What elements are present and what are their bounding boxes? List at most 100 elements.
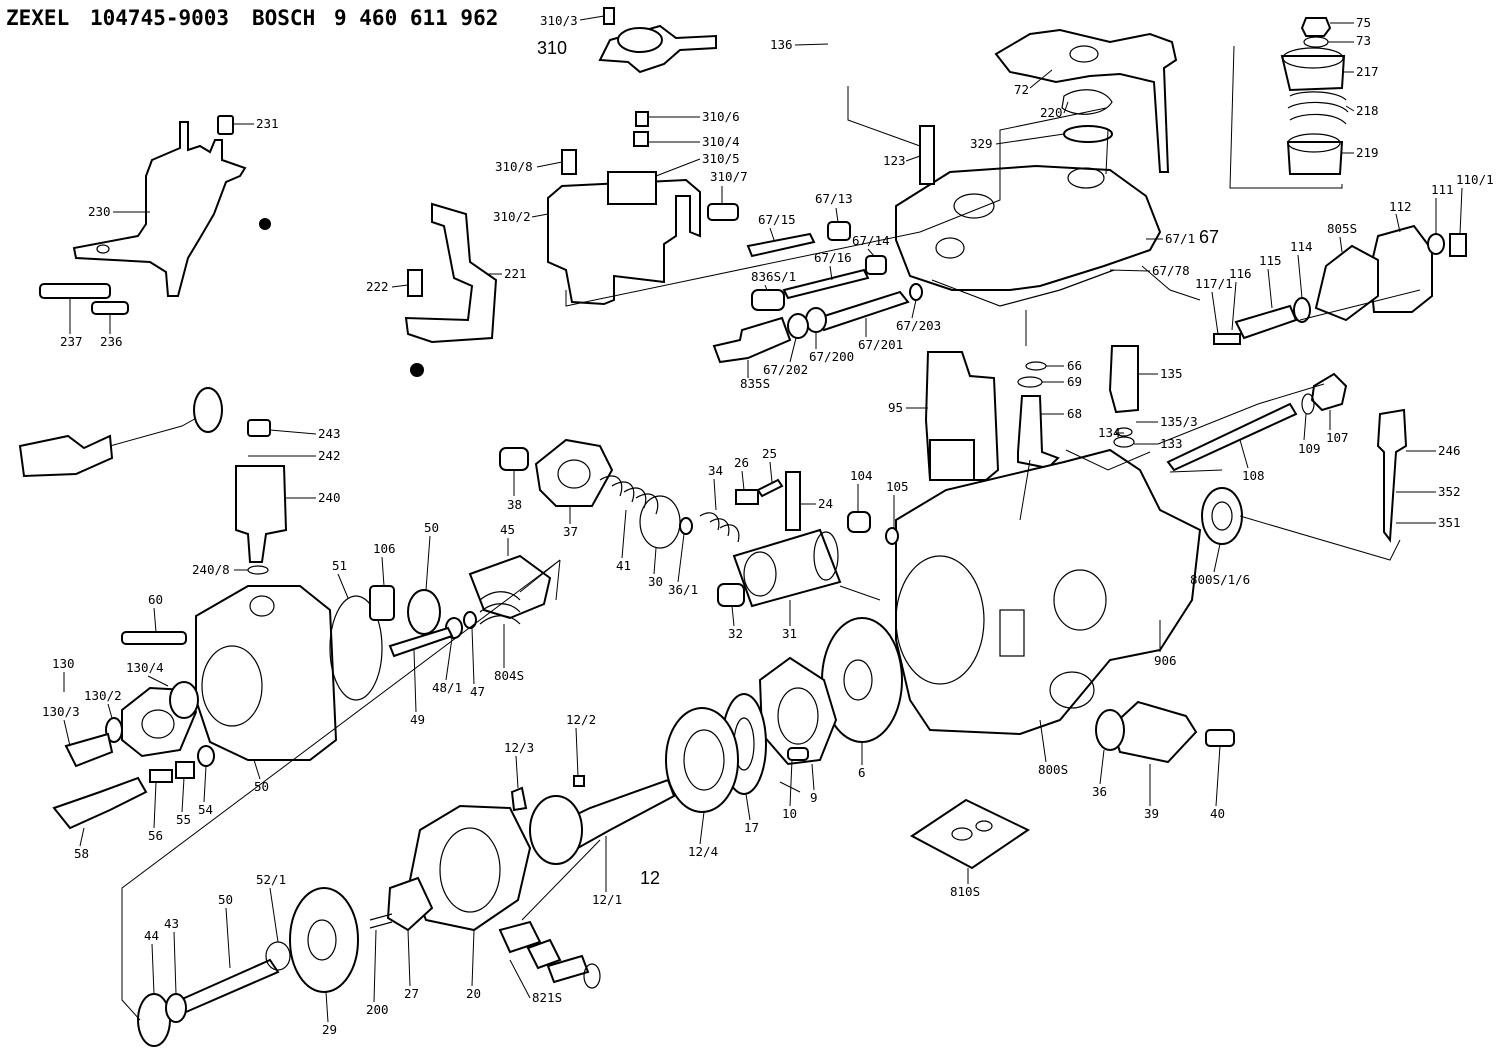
callout-804s: 804S <box>494 668 524 683</box>
callout-240: 240 <box>318 490 341 505</box>
leader-line-115 <box>1267 268 1273 309</box>
leader-line-114 <box>1297 254 1303 299</box>
callout-112: 112 <box>1389 199 1412 214</box>
nut-310-6 <box>635 111 649 127</box>
plate-310-5 <box>607 171 657 205</box>
part-sketches <box>18 7 1467 1047</box>
callout-130-3: 130/3 <box>42 704 80 719</box>
bolt-123 <box>919 125 935 185</box>
part-25 <box>756 478 784 498</box>
callout-310-4: 310/4 <box>702 134 740 149</box>
screw-236 <box>91 301 129 315</box>
callout-39: 39 <box>1144 806 1159 821</box>
nut-67-13 <box>827 221 851 241</box>
callout-31: 31 <box>782 626 797 641</box>
leader-line-17 <box>745 793 751 821</box>
callout-73: 73 <box>1356 33 1371 48</box>
leader-line-52-1 <box>269 887 279 943</box>
callout-117-1: 117/1 <box>1195 276 1233 291</box>
leader-line-310-2 <box>531 213 549 218</box>
callout-136: 136 <box>770 37 793 52</box>
clip-110-1 <box>1449 233 1467 257</box>
leader-line-222 <box>391 284 409 288</box>
leader-line-55 <box>181 777 185 813</box>
callout-221: 221 <box>504 266 527 281</box>
leader-line-67-14 <box>867 248 875 257</box>
callout-114: 114 <box>1290 239 1313 254</box>
screw-10 <box>787 747 809 761</box>
leader-line-130-2 <box>107 703 113 719</box>
bracket-230 <box>72 121 247 297</box>
connector-242 <box>18 434 114 478</box>
callout-123: 123 <box>883 153 906 168</box>
part-26 <box>735 489 759 505</box>
callout-67-1: 67/1 <box>1165 231 1195 246</box>
screw-104 <box>847 511 871 533</box>
callout-58: 58 <box>74 846 89 861</box>
leader-line-32 <box>731 605 735 627</box>
flange-37 <box>534 438 614 507</box>
leader-line-821s <box>509 959 531 999</box>
sleeve-31 <box>732 528 842 608</box>
spring-218 <box>1287 91 1349 125</box>
roller-set-27 <box>386 876 434 932</box>
leader-line-43 <box>173 931 177 995</box>
pin-821s-c <box>546 954 590 984</box>
callout-116: 116 <box>1229 266 1252 281</box>
leader-line-72 <box>1029 69 1053 89</box>
leader-line-123 <box>905 155 921 162</box>
leader-line-48-1 <box>445 637 453 681</box>
leader-line-56 <box>153 781 157 829</box>
leader-line-109 <box>1303 413 1307 441</box>
callout-50-b: 50 <box>254 779 269 794</box>
leader-line-310-8 <box>536 161 563 168</box>
callout-805s: 805S <box>1327 221 1357 236</box>
leader-line-34 <box>713 478 717 511</box>
sensor-240 <box>235 465 288 563</box>
leader-line-58 <box>79 827 85 847</box>
callout-236: 236 <box>100 334 123 349</box>
callout-72: 72 <box>1014 82 1029 97</box>
callout-310-8: 310/8 <box>495 159 533 174</box>
callout-10: 10 <box>782 806 797 821</box>
callout-246: 246 <box>1438 443 1461 458</box>
callout-130: 130 <box>52 656 75 671</box>
washer-67-200 <box>805 307 827 333</box>
leader-line-20 <box>471 929 475 987</box>
washer-43 <box>165 993 187 1023</box>
callout-67-14: 67/14 <box>852 233 890 248</box>
valve-55 <box>175 761 195 779</box>
callout-67-15: 67/15 <box>758 212 796 227</box>
leader-line-25 <box>769 461 773 483</box>
leader-line-130-4 <box>147 675 169 687</box>
callout-810s: 810S <box>950 884 980 899</box>
callout-906: 906 <box>1154 653 1177 668</box>
callout-821s: 821S <box>532 990 562 1005</box>
bracket-45 <box>468 554 552 620</box>
callout-44: 44 <box>144 928 159 943</box>
callout-130-4: 130/4 <box>126 660 164 675</box>
leader-line-200 <box>373 929 377 1003</box>
leader-line-67-13 <box>835 207 839 223</box>
bolt-222 <box>407 269 423 297</box>
brand-bosch: BOSCH <box>252 6 316 30</box>
leader-line-40 <box>1215 745 1221 807</box>
brand-zexel: ZEXEL <box>6 6 70 30</box>
pin-24 <box>785 471 801 531</box>
spring-41 <box>599 475 659 515</box>
callout-231: 231 <box>256 116 279 131</box>
callout-218: 218 <box>1356 103 1379 118</box>
callout-36-1: 36/1 <box>668 582 698 597</box>
bolt-60 <box>121 631 187 645</box>
callout-217: 217 <box>1356 64 1379 79</box>
callout-69: 69 <box>1067 374 1082 389</box>
leader-line-220 <box>1063 101 1069 114</box>
key-12-2 <box>573 775 585 787</box>
leader-line-47 <box>471 627 475 685</box>
callout-110-1: 110/1 <box>1456 172 1494 187</box>
ring-240-8 <box>247 565 269 575</box>
pump-bore <box>895 555 985 685</box>
zexel-part-number: 104745-9003 <box>90 6 230 30</box>
screw-310-7 <box>707 203 739 221</box>
washer-329 <box>1063 125 1113 143</box>
